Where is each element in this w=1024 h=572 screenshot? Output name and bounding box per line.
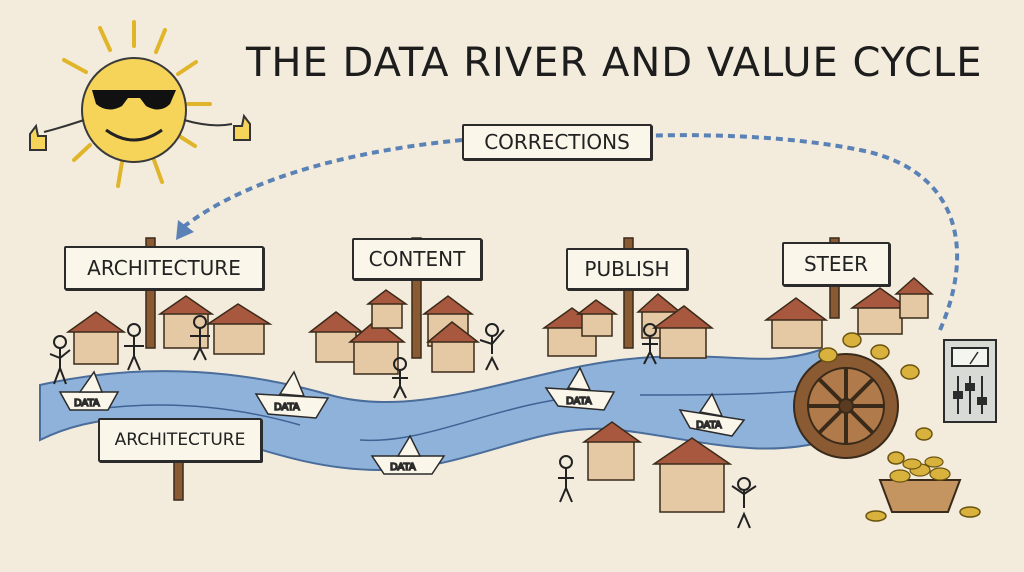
- house-icon: [581, 421, 733, 513]
- house-icon: [65, 311, 127, 365]
- coins: [818, 332, 981, 522]
- house-icon: [636, 293, 715, 359]
- sign-corrections: CORRECTIONS: [462, 124, 652, 160]
- boat-label: DATA: [566, 396, 592, 407]
- boat-label: DATA: [74, 398, 100, 409]
- paper-boat-icon: DATA: [544, 366, 616, 411]
- house-icon: [421, 295, 481, 373]
- corrections-loop-arrow: [180, 133, 960, 331]
- stick-figures: [49, 315, 757, 529]
- boat-label: DATA: [274, 402, 300, 413]
- sign-architecture-top: ARCHITECTURE: [64, 246, 264, 290]
- paper-boat-icon: DATA: [370, 434, 446, 475]
- paper-boat-icon: DATA: [678, 392, 746, 437]
- sign-architecture-bottom: ARCHITECTURE: [98, 418, 262, 462]
- sign-content: CONTENT: [352, 238, 482, 280]
- sun-icon: [29, 20, 251, 188]
- paper-boat-icon: DATA: [254, 370, 330, 419]
- arrow-head-icon: [176, 220, 194, 240]
- house-icon: [205, 303, 273, 355]
- sign-steer: STEER: [782, 242, 890, 286]
- water-wheel-icon: [793, 353, 899, 459]
- sign-publish: PUBLISH: [566, 248, 688, 290]
- control-panel-icon: [943, 339, 997, 423]
- coin-basket-icon: [878, 456, 962, 513]
- house-icon: [541, 299, 619, 357]
- house-icon: [157, 295, 215, 349]
- house-icon: [763, 276, 934, 349]
- boat-label: DATA: [390, 462, 416, 473]
- paper-boat-icon: DATA: [58, 370, 120, 411]
- page-title: THE DATA RIVER AND VALUE CYCLE: [246, 40, 983, 86]
- house-icon: [307, 289, 409, 375]
- boat-label: DATA: [696, 420, 722, 431]
